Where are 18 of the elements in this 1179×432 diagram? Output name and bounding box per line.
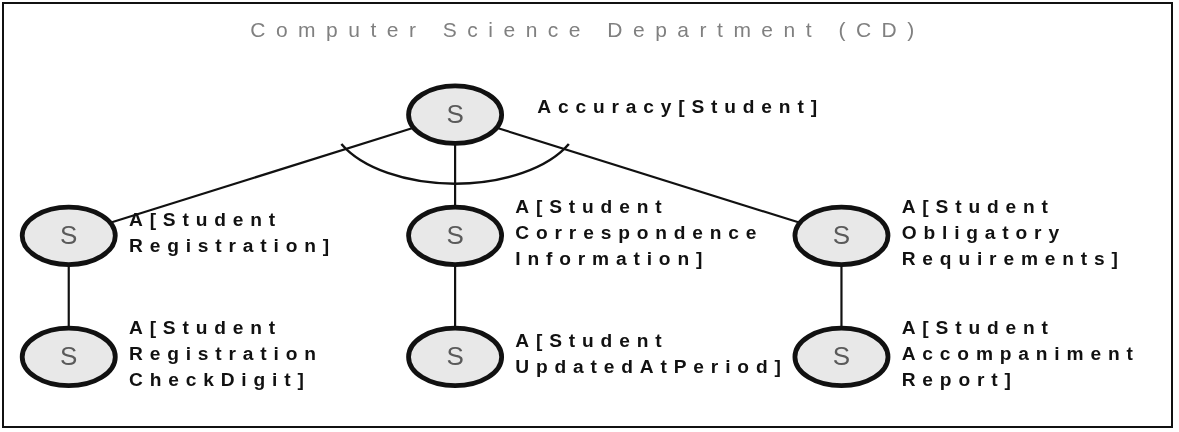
node-ellipse [19,325,118,389]
connector [496,126,801,224]
node-caption: Accuracy[Student] [537,96,824,118]
connector [109,126,414,224]
node-ellipse [792,325,891,389]
diagram-title: Computer Science Department (CD) [250,18,925,42]
node-caption: A[Student Accompaniment Report] [901,316,1140,390]
node-ellipse [406,325,505,389]
diagram-frame: Computer Science Department (CD) S S S S S S S Accuracy[Student] A[Student Registration] A[Student Correspondence Information] A[Student Obligatory Requirements] A[Student Registration CheckDigit] A[Student UpdatedAtPeriod] A[Student Accompaniment Report] [2,2,1173,428]
node-caption: A[Student Registration CheckDigit] [128,316,323,390]
node-caption: A[Student Obligatory Requirements] [901,195,1125,269]
node-caption: A[Student Registration] [128,208,337,256]
node-caption: A[Student Correspondence Information] [515,195,764,269]
node-ellipse [792,204,891,267]
node-ellipse [19,204,118,267]
node-ellipse [406,83,505,146]
node-ellipse [406,204,505,267]
node-caption: A[Student UpdatedAtPeriod] [515,329,788,377]
